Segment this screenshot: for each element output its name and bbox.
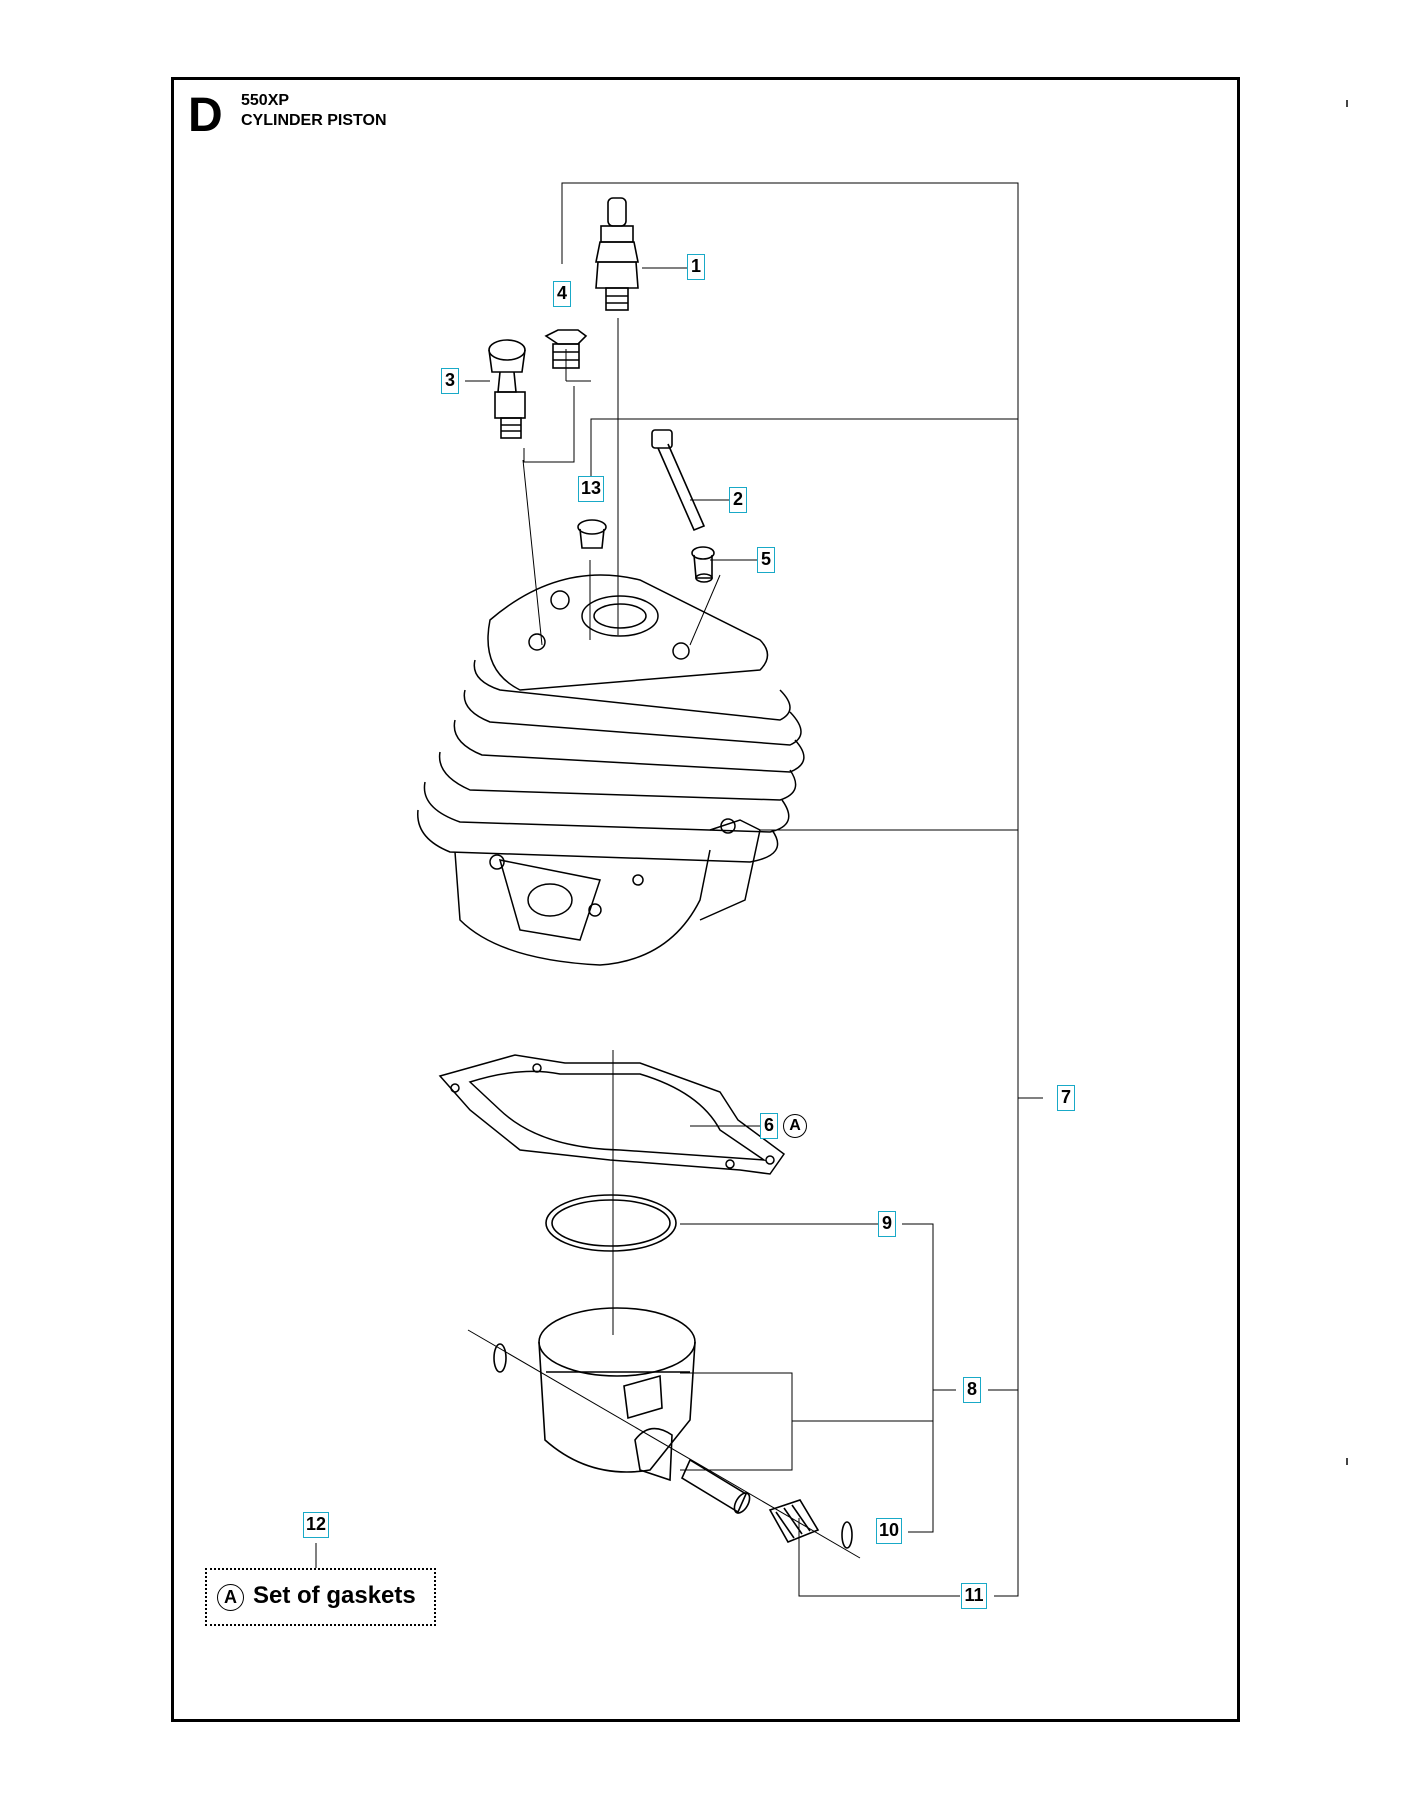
needle-bearing — [768, 1499, 820, 1544]
edge-mark — [1346, 100, 1348, 107]
callout-3[interactable]: 3 — [441, 368, 459, 394]
callout-5[interactable]: 5 — [757, 547, 775, 573]
callout-8[interactable]: 8 — [963, 1377, 981, 1403]
edge-mark — [1346, 1458, 1348, 1465]
piston-ring — [545, 1194, 677, 1252]
legend-text: Set of gaskets — [253, 1582, 416, 1609]
cylinder-bolt — [651, 429, 706, 532]
cylinder-gasket — [438, 1054, 786, 1175]
model-title: 550XP — [241, 92, 290, 109]
section-letter: D — [188, 89, 223, 142]
callout-9[interactable]: 9 — [878, 1211, 896, 1237]
legend-symbol: A — [217, 1584, 244, 1611]
piston — [493, 1307, 696, 1482]
leader-lines — [315, 182, 1043, 1597]
page-title: CYLINDER PISTON — [241, 112, 387, 129]
callout-4[interactable]: 4 — [553, 281, 571, 307]
legend-set-of-gaskets: A Set of gaskets — [205, 1568, 436, 1626]
sleeve — [691, 546, 715, 583]
callout-11[interactable]: 11 — [961, 1583, 987, 1609]
plug-screw — [544, 329, 588, 369]
callout-10[interactable]: 10 — [876, 1518, 902, 1544]
callout-6[interactable]: 6 — [760, 1113, 778, 1139]
spark-plug — [595, 197, 639, 311]
diagram-frame — [171, 77, 1240, 1722]
callout-1[interactable]: 1 — [687, 254, 705, 280]
callout-12[interactable]: 12 — [303, 1512, 329, 1538]
cylinder — [417, 574, 805, 966]
callout-7[interactable]: 7 — [1057, 1085, 1075, 1111]
decompression-valve — [488, 339, 526, 439]
callout-2[interactable]: 2 — [729, 487, 747, 513]
callout-13[interactable]: 13 — [578, 476, 604, 502]
set-marker-a: A — [783, 1114, 807, 1138]
piston-pin — [680, 1458, 853, 1549]
rubber-plug — [577, 519, 607, 549]
